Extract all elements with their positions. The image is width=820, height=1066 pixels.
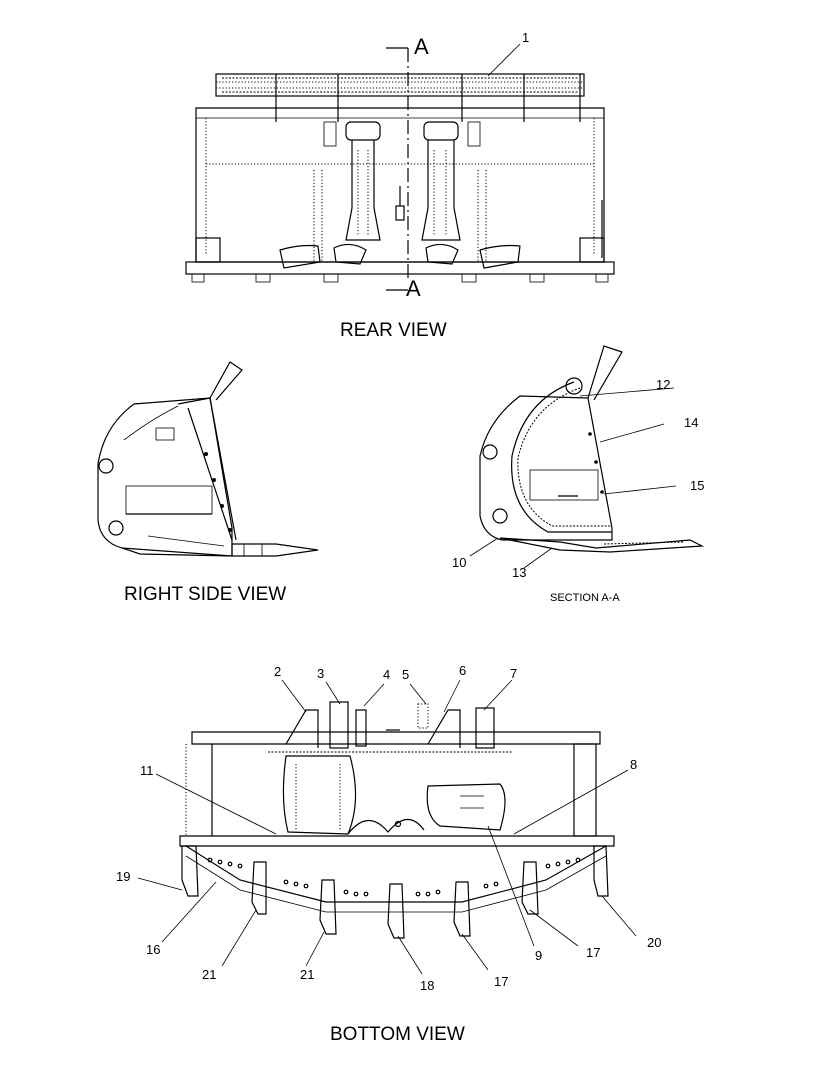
callout-16: 16 bbox=[146, 942, 160, 957]
callout-18: 18 bbox=[420, 978, 434, 993]
callout-13: 13 bbox=[512, 565, 526, 580]
leader-lines bbox=[137, 43, 677, 975]
callout-9: 9 bbox=[535, 948, 542, 963]
callout-1: 1 bbox=[522, 30, 529, 45]
callout-4: 4 bbox=[383, 667, 390, 682]
section-a-a-title: SECTION A-A bbox=[550, 592, 620, 604]
section-marker-top: A bbox=[414, 34, 429, 59]
callout-20: 20 bbox=[647, 935, 661, 950]
section-marker-bottom: A bbox=[406, 276, 421, 301]
callout-17b: 17 bbox=[494, 974, 508, 989]
callout-11: 11 bbox=[140, 763, 154, 778]
section-a-a-drawing bbox=[479, 345, 705, 553]
rear-view-title: REAR VIEW bbox=[340, 320, 447, 341]
callout-8: 8 bbox=[630, 757, 637, 772]
right-side-view-drawing bbox=[97, 361, 319, 557]
callout-21a: 21 bbox=[202, 967, 216, 982]
callout-2: 2 bbox=[274, 664, 281, 679]
right-side-view-title: RIGHT SIDE VIEW bbox=[124, 584, 286, 605]
bottom-view-drawing bbox=[179, 701, 615, 939]
callout-6: 6 bbox=[459, 663, 466, 678]
callout-17a: 17 bbox=[586, 945, 600, 960]
bottom-view-title: BOTTOM VIEW bbox=[330, 1024, 465, 1045]
callout-3: 3 bbox=[317, 666, 324, 681]
rear-view-drawing bbox=[185, 47, 615, 291]
callout-19: 19 bbox=[116, 869, 130, 884]
callout-7: 7 bbox=[510, 666, 517, 681]
callout-21b: 21 bbox=[300, 967, 314, 982]
callout-14: 14 bbox=[684, 415, 698, 430]
callout-12: 12 bbox=[656, 377, 670, 392]
callout-15: 15 bbox=[690, 478, 704, 493]
callout-5: 5 bbox=[402, 667, 409, 682]
callout-10: 10 bbox=[452, 555, 466, 570]
